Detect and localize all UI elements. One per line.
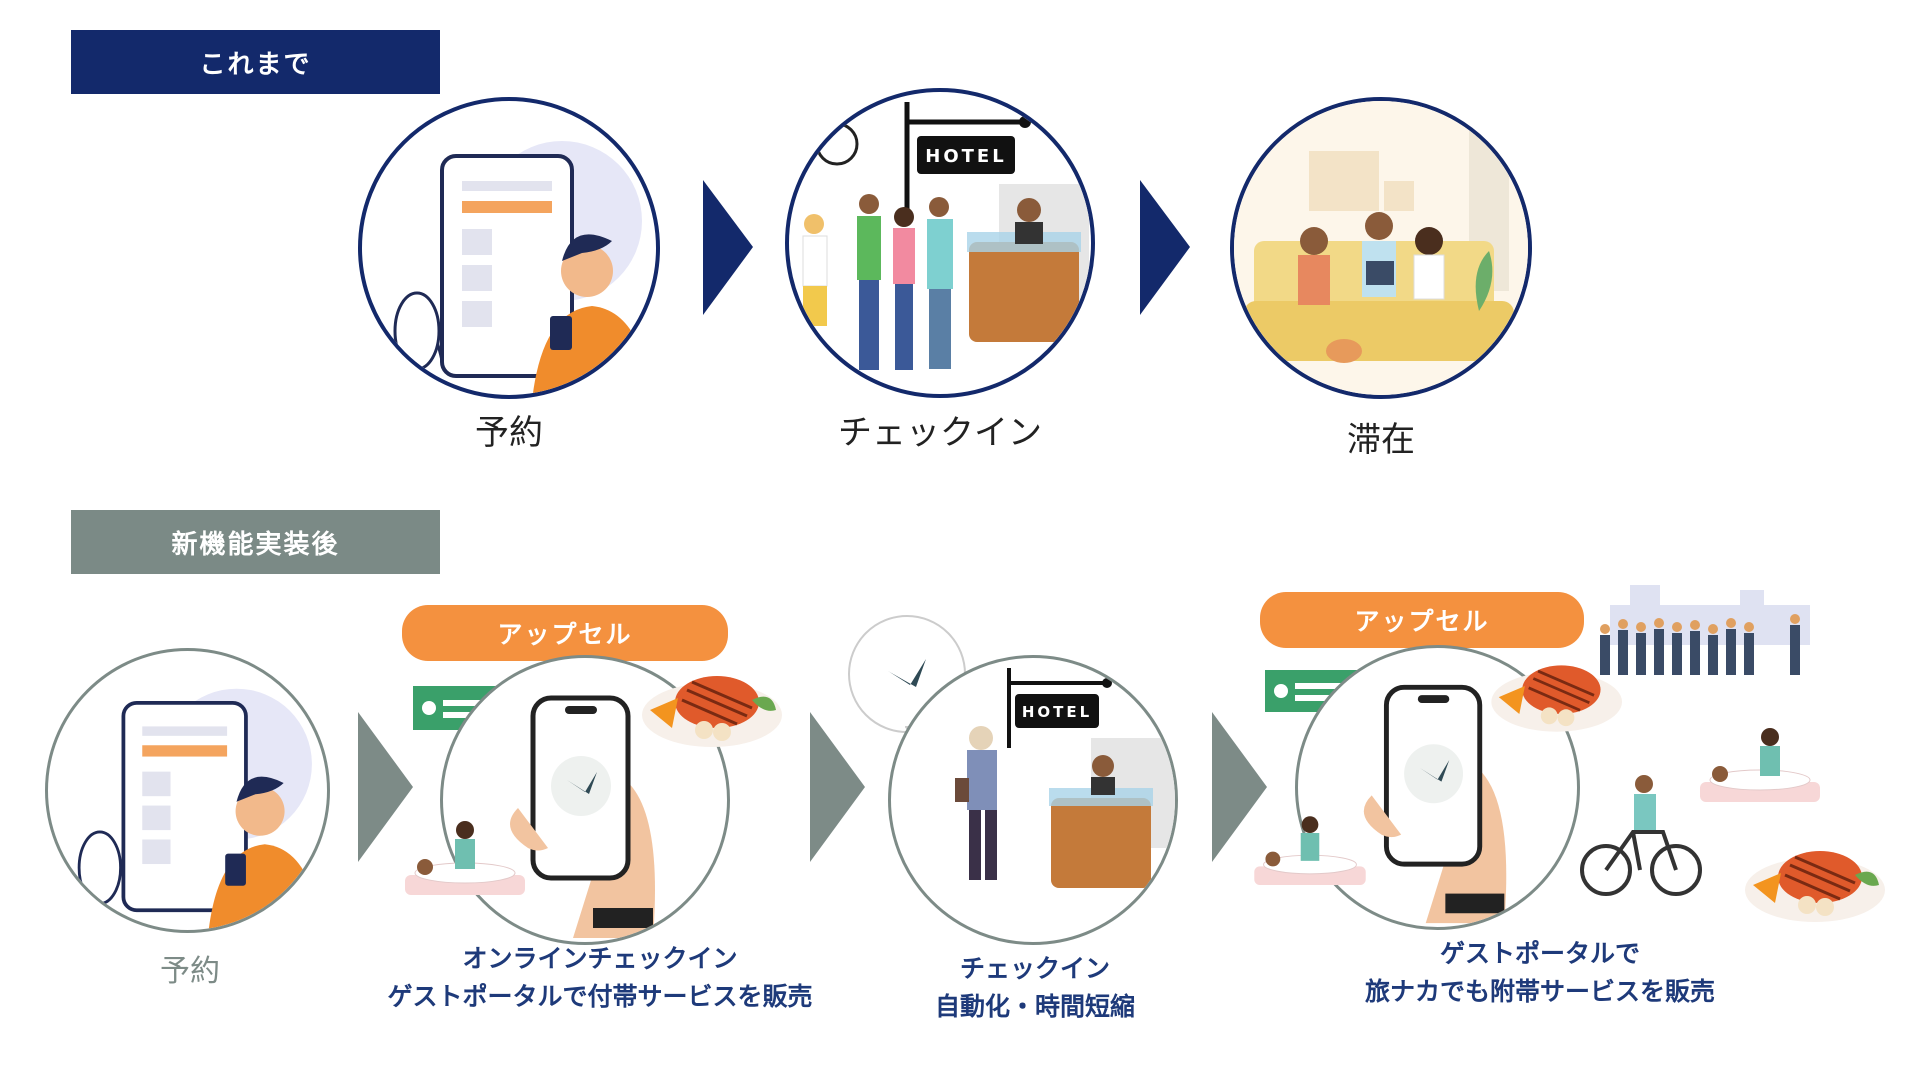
before-stay-circle <box>1230 97 1532 399</box>
steak-food-icon <box>1491 665 1622 732</box>
after-reservation-caption: 予約 <box>160 954 220 989</box>
after-reservation-circle <box>45 648 330 933</box>
auto-checkin-caption: チェックイン 自動化・時間短縮 <box>880 950 1190 1026</box>
cyclist-illustration <box>1580 775 1702 896</box>
family-sofa-illustration <box>1234 101 1528 395</box>
hotel-sign-text: HOTEL <box>925 146 1006 167</box>
phone-booking-illustration <box>393 141 652 395</box>
after-section-label: 新機能実装後 <box>71 510 440 574</box>
massage-illustration <box>405 821 525 895</box>
arrow-right-icon <box>1212 712 1267 862</box>
upsell-badge: アップセル <box>402 605 728 661</box>
guest-portal-caption-line1: ゲストポータルで <box>1439 939 1640 968</box>
arrow-right-icon <box>358 712 413 862</box>
guest-portal-caption-line2: 旅ナカでも附帯サービスを販売 <box>1364 977 1715 1006</box>
phone-booking-illustration <box>77 688 321 930</box>
bird-logo-icon <box>888 659 926 687</box>
auto-checkin-caption-line2: 自動化・時間短縮 <box>934 992 1135 1021</box>
online-checkin-caption-line1: オンラインチェックイン <box>462 944 738 973</box>
hotel-queue-illustration: HOTEL <box>802 102 1089 370</box>
arrow-right-icon <box>703 180 753 315</box>
auto-checkin-caption-line1: チェックイン <box>959 954 1110 983</box>
before-stay-caption: 滞在 <box>1347 420 1415 460</box>
before-reservation-caption: 予約 <box>475 413 543 453</box>
before-checkin-caption: チェックイン <box>838 413 1042 453</box>
hotel-desk-illustration: HOTEL <box>955 668 1175 888</box>
phone-in-hand-illustration <box>1363 684 1507 924</box>
phone-in-hand-illustration <box>510 695 655 938</box>
auto-checkin-circle: HOTEL <box>888 655 1178 945</box>
online-checkin-caption: オンラインチェックイン ゲストポータルで付帯サービスを販売 <box>370 940 830 1016</box>
before-checkin-circle: HOTEL <box>785 88 1095 398</box>
guest-portal-caption: ゲストポータルで 旅ナカでも附帯サービスを販売 <box>1320 935 1760 1011</box>
upsell-badge: アップセル <box>1260 592 1584 648</box>
tourists-group-illustration <box>1600 585 1810 675</box>
steak-food-icon <box>1745 851 1885 922</box>
arrow-right-icon <box>1140 180 1190 315</box>
arrow-right-icon <box>810 712 865 862</box>
massage-illustration <box>1254 816 1366 885</box>
massage-illustration <box>1700 728 1820 802</box>
hotel-sign-text: HOTEL <box>1022 703 1092 721</box>
steak-food-icon <box>642 676 782 747</box>
before-reservation-circle <box>358 97 660 399</box>
before-section-label: これまで <box>71 30 440 94</box>
online-checkin-caption-line2: ゲストポータルで付帯サービスを販売 <box>387 982 813 1011</box>
